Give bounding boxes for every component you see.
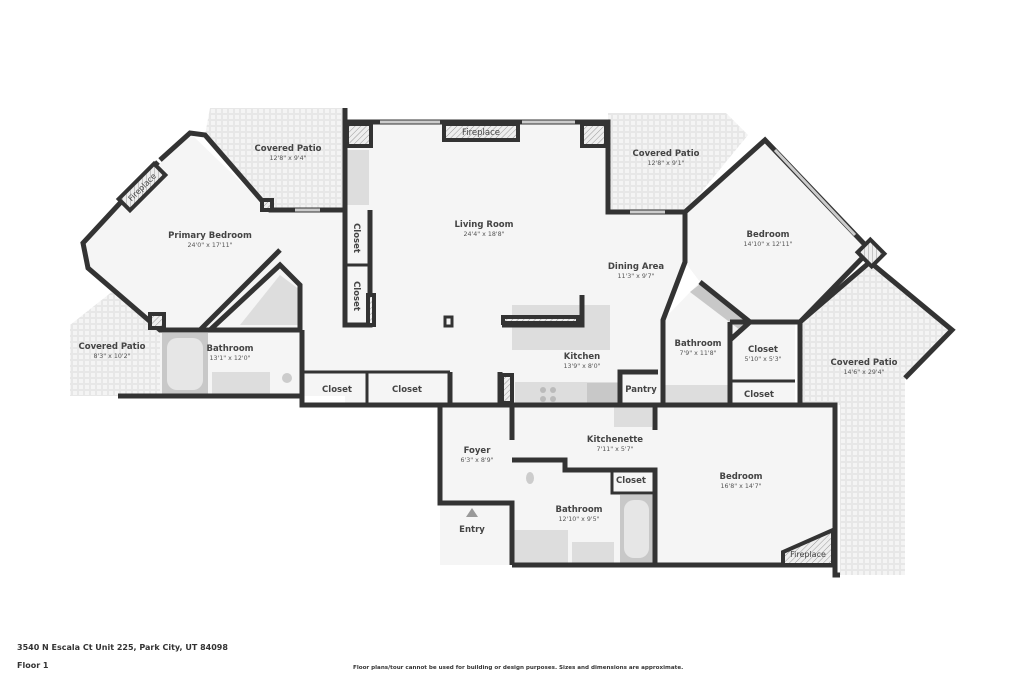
- room-name: Covered Patio: [255, 144, 322, 154]
- patio-right: [800, 262, 952, 575]
- room-dimensions: 13'1" x 12'0": [209, 355, 250, 362]
- room-dimensions: 24'4" x 18'8": [463, 231, 504, 238]
- room-name: Dining Area: [608, 262, 665, 272]
- room-dimensions: 11'3" x 9'7": [617, 273, 654, 280]
- vanity-lower: [572, 542, 614, 563]
- patio-top-left: [205, 108, 345, 210]
- svg-text:Pantry: Pantry: [625, 385, 657, 395]
- room-dimensions: 12'8" x 9'1": [647, 160, 684, 167]
- room-name: Covered Patio: [633, 149, 700, 159]
- bedroom-right-floor: [685, 140, 870, 322]
- svg-text:Closet: Closet: [351, 223, 361, 253]
- room-dimensions: 8'3" x 10'2": [93, 353, 130, 360]
- shelving: [347, 150, 369, 205]
- room-dimensions: 16'8" x 14'7": [720, 483, 761, 490]
- room-name: Kitchen: [564, 352, 600, 362]
- refrigerator: [587, 383, 619, 404]
- room-dimensions: 24'0" x 17'11": [187, 242, 232, 249]
- room-dimensions: 12'10" x 9'5": [558, 516, 599, 523]
- vanity-primary: [212, 372, 270, 396]
- room-dimensions: 5'10" x 5'3": [744, 356, 781, 363]
- floor-label: Floor 1: [17, 661, 49, 670]
- wall: [158, 108, 348, 213]
- kitchenette-sink: [614, 407, 652, 427]
- room-name: Bedroom: [719, 472, 762, 482]
- room-dimensions: 7'9" x 11'8": [679, 350, 716, 357]
- svg-text:Fireplace: Fireplace: [790, 550, 826, 559]
- room-name: Foyer: [464, 446, 492, 456]
- svg-text:Closet: Closet: [744, 390, 774, 400]
- fireplace-primary: [115, 160, 169, 214]
- room-dimensions: 13'9" x 8'0": [563, 363, 600, 370]
- room-name: Bathroom: [555, 505, 602, 515]
- room-name: Primary Bedroom: [168, 231, 252, 241]
- svg-text:Closet: Closet: [392, 385, 422, 395]
- living-floor: [345, 122, 608, 405]
- room-name: Living Room: [455, 220, 514, 230]
- room-name: Closet: [748, 345, 778, 355]
- vanity-right: [665, 385, 728, 405]
- svg-text:Closet: Closet: [322, 385, 352, 395]
- patio-left: [70, 287, 160, 396]
- room-name: Bedroom: [746, 230, 789, 240]
- fireplace-living: [442, 122, 520, 142]
- room-name: Covered Patio: [831, 358, 898, 368]
- toilet-lower: [526, 472, 534, 484]
- disclaimer: Floor plans/tour cannot be used for buil…: [353, 665, 684, 671]
- svg-text:Closet: Closet: [351, 281, 361, 311]
- room-name: Kitchenette: [587, 435, 643, 445]
- fireplace-lower: [781, 526, 835, 567]
- svg-text:Entry: Entry: [459, 525, 485, 535]
- svg-text:Closet: Closet: [616, 476, 646, 486]
- room-dimensions: 14'6" x 29'4": [843, 369, 884, 376]
- bathtub-right: [690, 284, 748, 330]
- shower-primary: [240, 275, 300, 325]
- room-dimensions: 7'11" x 5'7": [596, 446, 633, 453]
- room-name: Covered Patio: [79, 342, 146, 352]
- dining-floor: [608, 212, 685, 405]
- closet-right-floor: [730, 322, 795, 405]
- room-name: Bathroom: [674, 339, 721, 349]
- room-dimensions: 12'8" x 9'4": [269, 155, 306, 162]
- svg-text:Fireplace: Fireplace: [462, 128, 500, 138]
- shower-lower: [514, 530, 568, 563]
- entry-arrow-icon: [466, 508, 478, 517]
- room-name: Bathroom: [206, 344, 253, 354]
- room-dimensions: 14'10" x 12'11": [743, 241, 792, 248]
- patio-top-right: [608, 113, 748, 212]
- address: 3540 N Escala Ct Unit 225, Park City, UT…: [17, 643, 228, 652]
- room-dimensions: 6'3" x 8'9": [460, 457, 493, 464]
- toilet-primary: [282, 373, 292, 383]
